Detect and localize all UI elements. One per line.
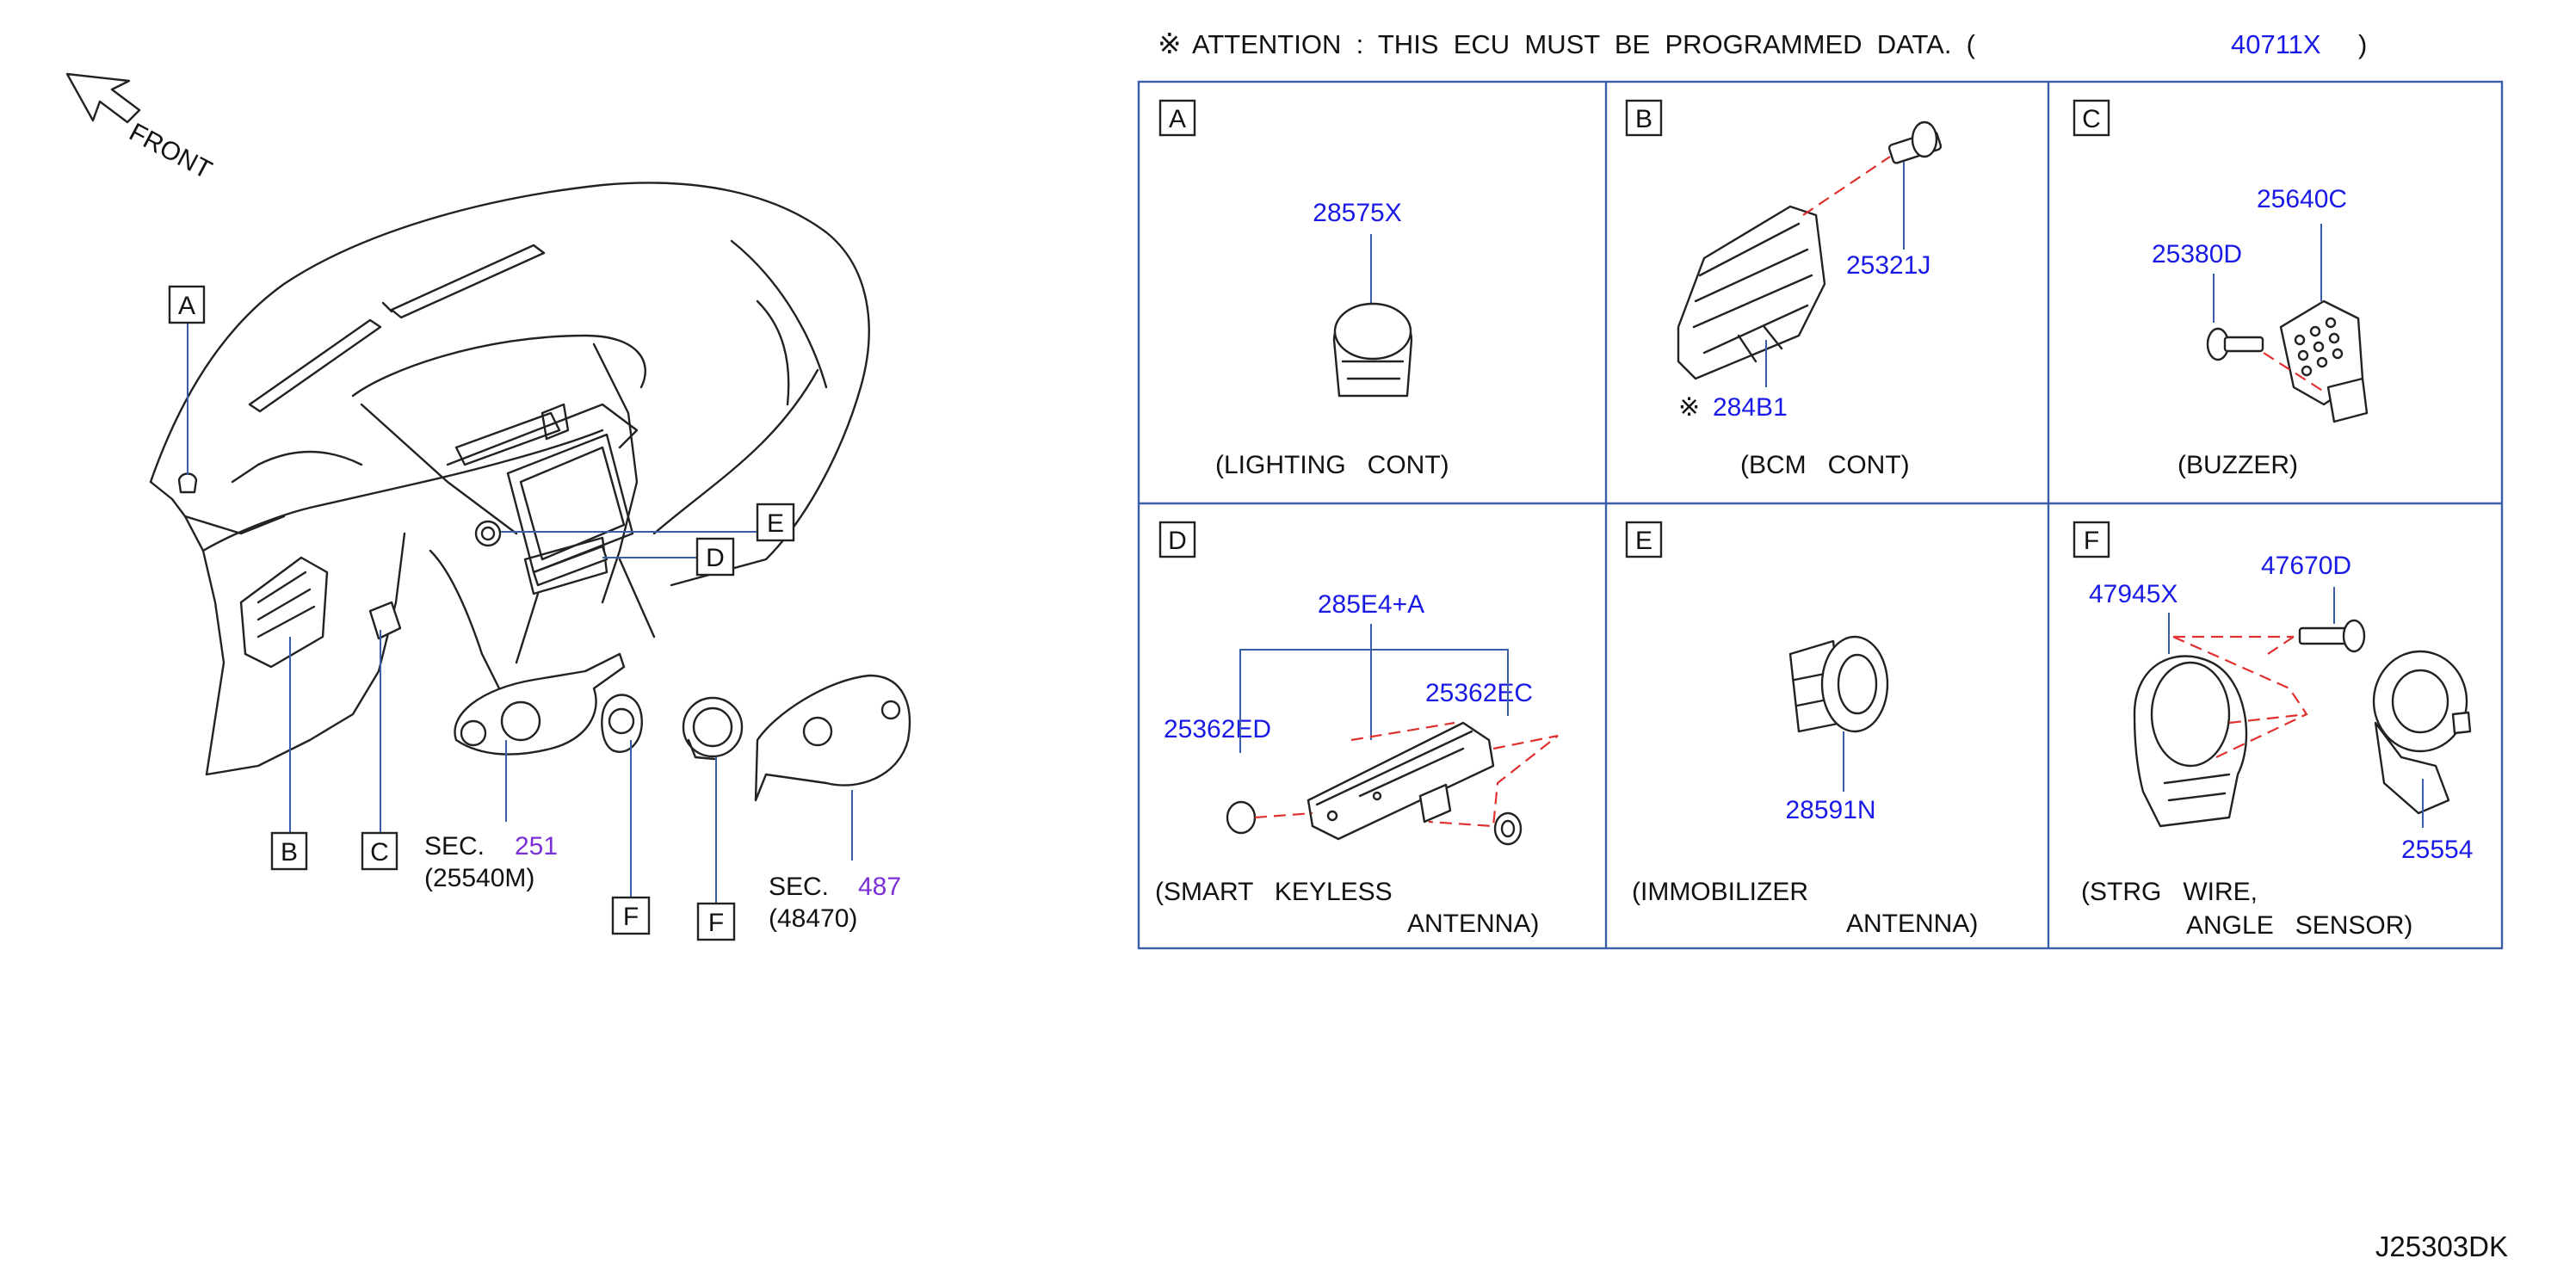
svg-text:SEC.: SEC. <box>769 873 829 901</box>
svg-text:C: C <box>370 838 389 867</box>
diagram-code: J25303DK <box>2375 1231 2508 1262</box>
attention-note: ※ ATTENTION : THIS ECU MUST BE PROGRAMME… <box>1158 28 2367 59</box>
detail-grid <box>1137 80 2504 950</box>
callout-E[interactable]: E <box>756 503 795 542</box>
section-part: (48470) <box>769 904 857 933</box>
section-number: 251 <box>515 832 558 861</box>
svg-text:A: A <box>178 292 195 320</box>
callout-C[interactable]: C <box>361 831 398 871</box>
section-ref-487[interactable]: SEC. 487 (48470) <box>769 873 901 933</box>
panel-F-strg-wire-angle-sensor: F 47945X 47670D 25554 (STRG WIRE, ANGLE … <box>2073 521 2473 940</box>
callout-F-2[interactable]: F <box>696 902 736 941</box>
caption-line: (SMART KEYLESS <box>1155 878 1393 906</box>
section-part: (25540M) <box>424 864 534 892</box>
overview-part-C-buzzer <box>368 601 402 640</box>
panel-letter: E <box>1635 527 1652 555</box>
callout-F-1[interactable]: F <box>611 896 651 935</box>
overview-part-D-antenna <box>532 545 608 587</box>
antenna-bar-icon <box>1307 721 1495 841</box>
svg-text:D: D <box>706 544 725 572</box>
overview-spiral-cable-1 <box>601 694 643 753</box>
spiral-cable-icon <box>2133 655 2248 828</box>
lighting-switch-icon <box>1332 302 1413 398</box>
front-arrow: FRONT <box>65 72 217 185</box>
caption-line: (IMMOBILIZER <box>1632 878 1808 906</box>
overview-spiral-cable-2 <box>682 696 744 761</box>
panel-D-smart-keyless-antenna: D 285E4+A 25362ED 25362EC (SMART KEYLESS… <box>1155 521 1559 938</box>
part-number-25640C[interactable]: 25640C <box>2257 185 2347 213</box>
front-arrow-icon <box>65 72 141 124</box>
caption-line: (STRG WIRE, <box>2081 878 2258 906</box>
attention-close-paren: ) <box>2358 29 2367 59</box>
grommet-icon <box>1493 811 1523 846</box>
caption-line: ANTENNA) <box>1846 910 1978 938</box>
screw-icon <box>1887 120 1943 164</box>
overview-part-E-antenna <box>474 520 502 547</box>
part-number-28591N[interactable]: 28591N <box>1785 796 1875 824</box>
overview-column-cover <box>754 674 911 802</box>
attention-symbol: ※ <box>1158 28 1182 59</box>
front-label: FRONT <box>125 118 217 185</box>
bcm-module-icon <box>1677 205 1826 380</box>
dashboard-illustration <box>149 182 870 776</box>
panel-A-lighting-cont: A 28575X (LIGHTING CONT) <box>1158 99 1449 479</box>
caption-line: (LIGHTING CONT) <box>1215 451 1449 479</box>
section-number: 487 <box>858 873 901 901</box>
callout-D[interactable]: D <box>695 537 735 577</box>
panel-letter: D <box>1168 527 1187 555</box>
svg-text:SEC.: SEC. <box>424 832 485 861</box>
part-number-25554[interactable]: 25554 <box>2401 836 2473 864</box>
screw-icon <box>2206 327 2264 361</box>
overview-leader-lines <box>187 324 853 904</box>
part-number-47670D[interactable]: 47670D <box>2261 552 2351 580</box>
panel-letter: A <box>1169 105 1186 133</box>
svg-text:E: E <box>767 509 784 538</box>
overview-combination-switch <box>454 652 626 756</box>
caption-line: (BCM CONT) <box>1740 451 1910 479</box>
part-number-25362ED[interactable]: 25362ED <box>1164 715 1271 743</box>
programmed-mark: ※ <box>1678 393 1700 422</box>
part-number-25380D[interactable]: 25380D <box>2152 240 2242 268</box>
panel-B-bcm-cont: B 25321J ※ 284B1 (BCM CONT) <box>1625 99 1943 479</box>
section-ref-251[interactable]: SEC. 251 (25540M) <box>424 832 558 892</box>
panel-letter: B <box>1635 105 1652 133</box>
antenna-ring-icon <box>1788 635 1889 733</box>
panel-letter: C <box>2082 105 2101 133</box>
part-number-47945X[interactable]: 47945X <box>2089 580 2178 608</box>
screw-icon <box>2298 619 2366 653</box>
caption-line: ANGLE SENSOR) <box>2186 911 2412 940</box>
svg-text:F: F <box>708 909 724 937</box>
panel-C-buzzer: C 25640C 25380D (BUZZER) <box>2073 99 2369 479</box>
caption-line: (BUZZER) <box>2178 451 2298 479</box>
attention-text: ATTENTION : THIS ECU MUST BE PROGRAMMED … <box>1192 29 1976 59</box>
part-number-28575X[interactable]: 28575X <box>1313 199 1401 227</box>
buzzer-icon <box>2279 299 2369 423</box>
overview-part-B-bcm <box>239 556 329 669</box>
part-number-284B1[interactable]: 284B1 <box>1713 393 1788 422</box>
overview-part-A <box>177 472 198 494</box>
caption-line: ANTENNA) <box>1407 910 1539 938</box>
part-number-285E4A[interactable]: 285E4+A <box>1318 590 1424 619</box>
callout-A[interactable]: A <box>168 285 206 324</box>
panel-letter: F <box>2084 527 2099 555</box>
steering-angle-sensor-icon <box>2372 650 2472 815</box>
part-number-25321J[interactable]: 25321J <box>1846 251 1930 280</box>
panel-E-immobilizer-antenna: E 28591N (IMMOBILIZER ANTENNA) <box>1625 521 1978 938</box>
svg-text:B: B <box>281 838 298 867</box>
svg-text:F: F <box>623 903 639 931</box>
callout-B[interactable]: B <box>270 831 308 871</box>
attention-part-number[interactable]: 40711X <box>2231 29 2321 59</box>
part-number-25362EC[interactable]: 25362EC <box>1425 679 1533 707</box>
grommet-icon <box>1226 800 1257 835</box>
